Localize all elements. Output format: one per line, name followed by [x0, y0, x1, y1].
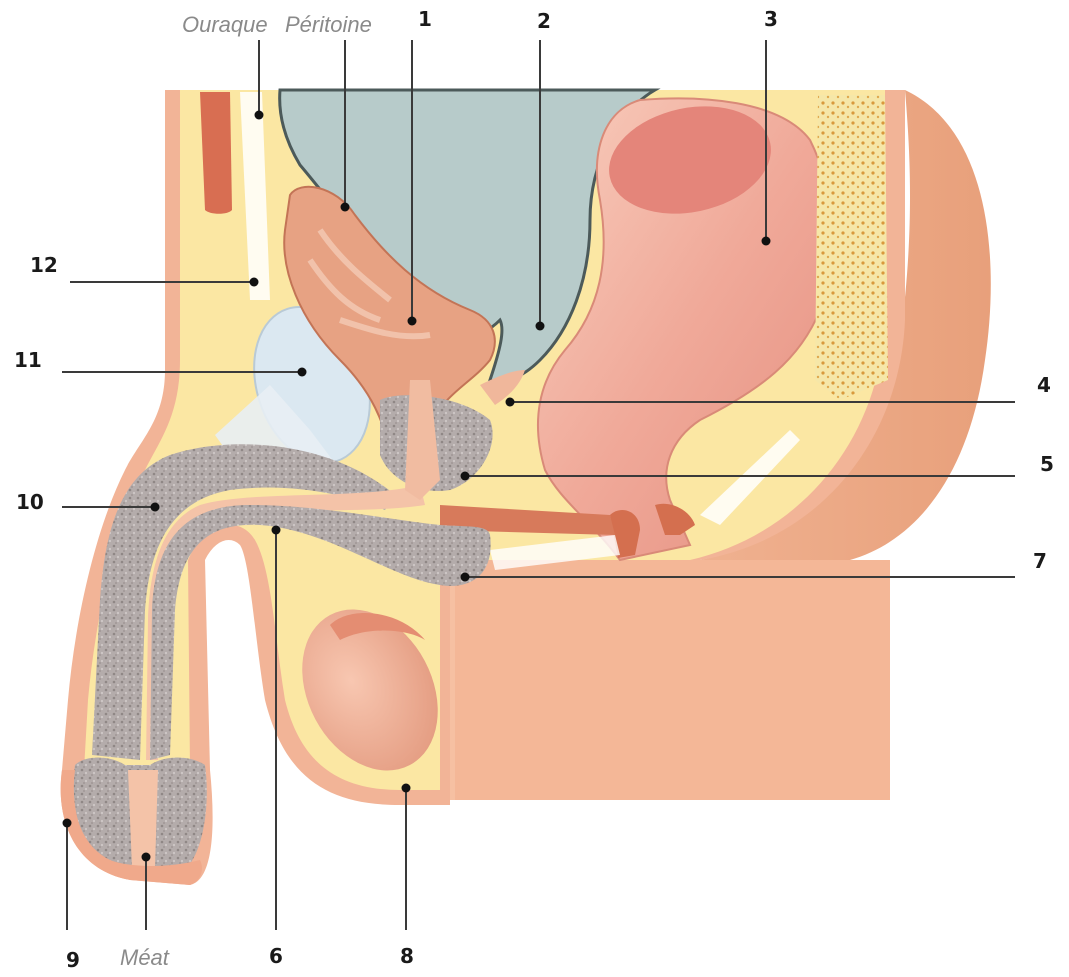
label-10: 10 [16, 490, 44, 514]
dot-2 [536, 322, 545, 331]
dot-5 [461, 472, 470, 481]
label-5: 5 [1040, 452, 1054, 476]
label-1: 1 [418, 7, 432, 31]
dot-9 [63, 819, 72, 828]
label-12: 12 [30, 253, 58, 277]
thigh-block [455, 560, 890, 800]
label-meat: Méat [120, 945, 170, 970]
label-8: 8 [400, 944, 414, 968]
dot-8 [402, 784, 411, 793]
label-11: 11 [14, 348, 42, 372]
label-ouraque: Ouraque [182, 12, 268, 37]
dot-ouraque [255, 111, 264, 120]
dot-11 [298, 368, 307, 377]
dot-meat [142, 853, 151, 862]
dot-10 [151, 503, 160, 512]
dot-3 [762, 237, 771, 246]
dot-1 [408, 317, 417, 326]
label-2: 2 [537, 9, 551, 33]
dot-12 [250, 278, 259, 287]
dot-peritoine [341, 203, 350, 212]
meatus-channel [128, 770, 158, 868]
label-3: 3 [764, 7, 778, 31]
sacrum [815, 95, 888, 400]
label-4: 4 [1037, 373, 1051, 397]
dot-6 [272, 526, 281, 535]
label-7: 7 [1033, 549, 1047, 573]
rectus-muscle [200, 92, 232, 214]
dot-4 [506, 398, 515, 407]
dot-7 [461, 573, 470, 582]
label-6: 6 [269, 944, 283, 968]
label-9: 9 [66, 948, 80, 972]
label-peritoine: Péritoine [285, 12, 372, 37]
